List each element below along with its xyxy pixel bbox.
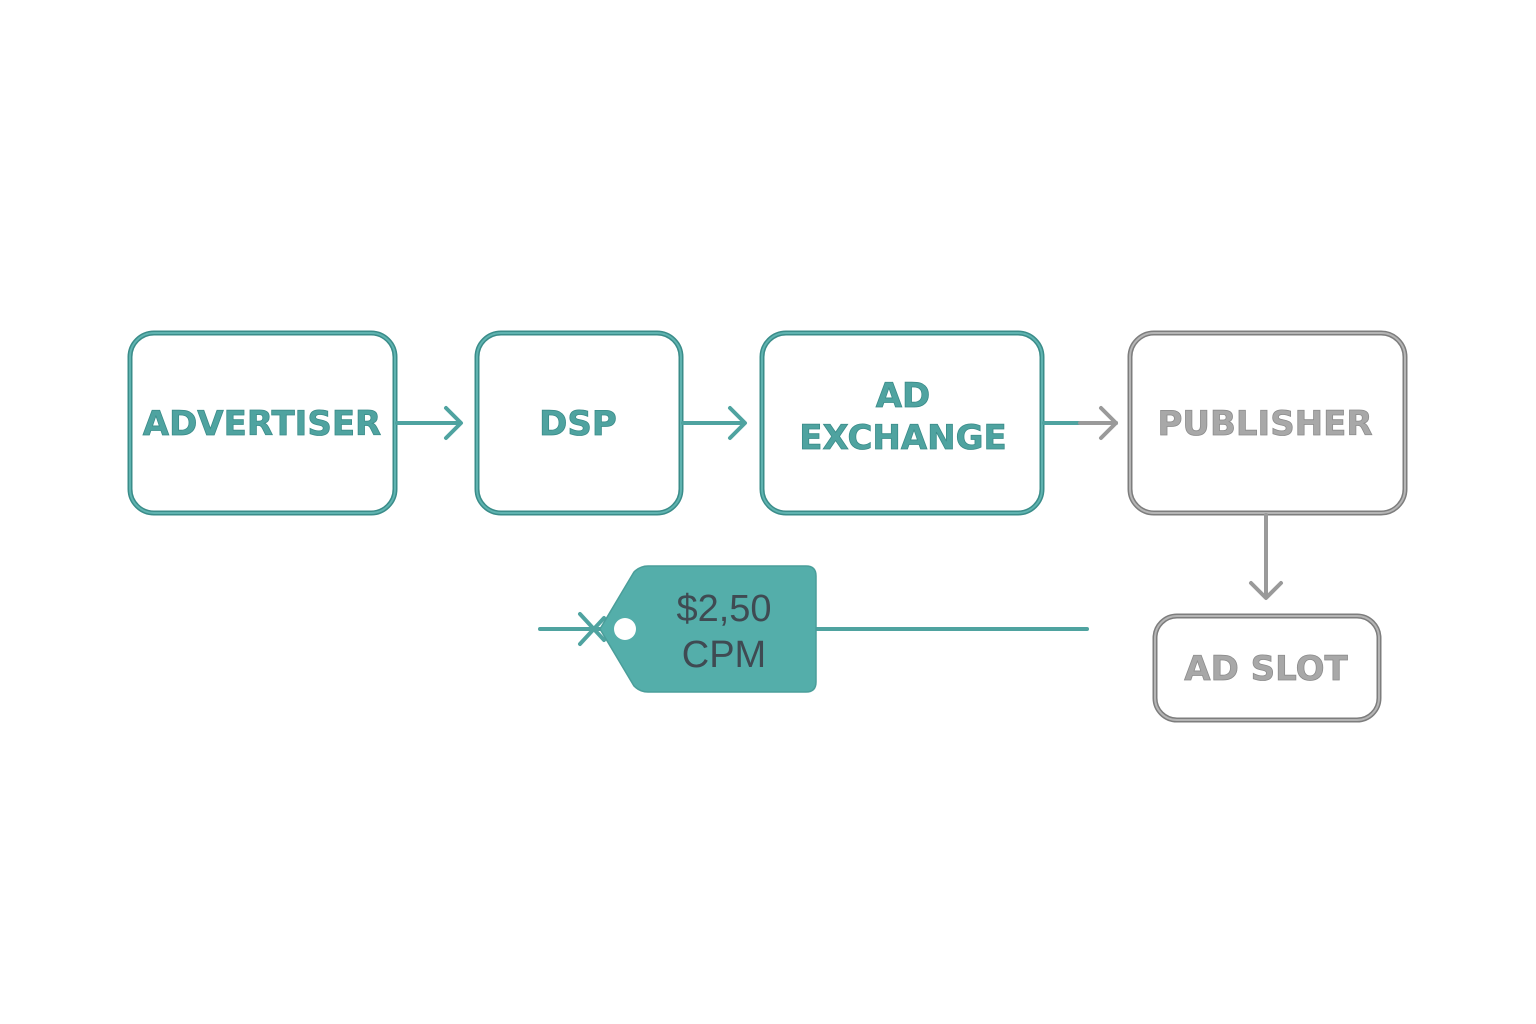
edge-advertiser-to-dsp (395, 406, 463, 440)
node-ad-exchange: AD EXCHANGE (759, 330, 1045, 516)
node-publisher: PUBLISHER (1127, 330, 1408, 516)
node-ad-slot-label: AD SLOT (1184, 649, 1348, 689)
node-ad-exchange-label-line2: EXCHANGE (799, 418, 1007, 458)
node-dsp-label: DSP (539, 404, 617, 444)
price-tag-value: $2,50 (676, 588, 771, 630)
edge-ad-exchange-to-publisher (1042, 406, 1118, 440)
arrowhead-icon (728, 406, 747, 440)
arrowhead-icon (1249, 581, 1283, 600)
edge-publisher-to-ad-slot (1249, 513, 1283, 600)
arrowhead-icon (444, 406, 463, 440)
node-publisher-label: PUBLISHER (1157, 404, 1372, 444)
price-tag: $2,50 CPM (599, 565, 817, 693)
arrowhead-icon (1099, 406, 1118, 440)
node-ad-slot: AD SLOT (1152, 613, 1382, 723)
node-dsp: DSP (474, 330, 684, 516)
node-advertiser-label: ADVERTISER (143, 404, 381, 444)
node-advertiser: ADVERTISER (127, 330, 398, 516)
price-tag-unit: CPM (682, 634, 766, 676)
price-tag-connector (538, 612, 1089, 646)
tag-hole-icon (614, 618, 636, 640)
node-ad-exchange-label-line1: AD (876, 376, 931, 416)
price-tag-icon (599, 565, 817, 693)
edge-dsp-to-ad-exchange (681, 406, 747, 440)
